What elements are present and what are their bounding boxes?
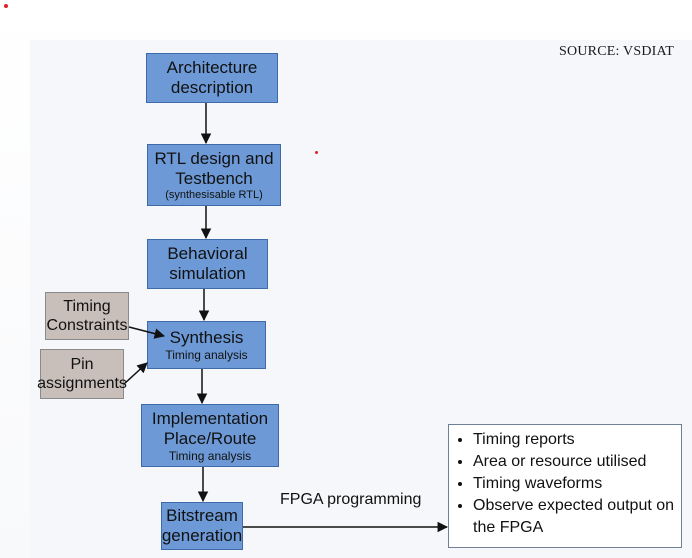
node-rtl-design: RTL design and Testbench (synthesisable … xyxy=(147,144,281,206)
source-label: SOURCE: VSDIAT xyxy=(559,44,674,59)
node-synthesis: Synthesis Timing analysis xyxy=(147,321,266,369)
node-label: generation xyxy=(161,526,243,545)
results-list: Timing reports Area or resource utilised… xyxy=(455,429,675,539)
node-sublabel: Timing analysis xyxy=(165,348,248,362)
node-behavioral-simulation: Behavioral simulation xyxy=(147,239,268,289)
node-label: Timing xyxy=(63,298,111,315)
node-bitstream-generation: Bitstream generation xyxy=(161,502,243,550)
node-sublabel: (synthesisable RTL) xyxy=(165,188,263,201)
node-label: simulation xyxy=(169,264,246,283)
marker-dot xyxy=(315,151,318,154)
node-timing-constraints: Timing Constraints xyxy=(45,292,129,340)
edge-label-fpga-programming: FPGA programming xyxy=(280,491,422,508)
node-label: Testbench xyxy=(175,168,253,188)
node-label: assignments xyxy=(37,375,127,392)
result-item: Timing reports xyxy=(473,429,675,451)
node-label: Architecture xyxy=(166,58,258,77)
node-label: Pin xyxy=(70,356,94,373)
node-pin-assignments: Pin assignments xyxy=(37,349,127,399)
node-label: Bitstream xyxy=(166,506,238,525)
node-label: Constraints xyxy=(46,317,128,334)
result-item: Timing waveforms xyxy=(473,473,675,495)
node-label: RTL design and xyxy=(154,148,274,168)
node-label: Behavioral xyxy=(167,244,248,263)
node-label: Place/Route xyxy=(163,428,257,448)
result-item: Observe expected output on the FPGA xyxy=(473,495,675,539)
results-box: Timing reports Area or resource utilised… xyxy=(448,424,682,548)
node-label: Synthesis xyxy=(169,328,244,347)
node-label: description xyxy=(170,78,254,97)
node-label: Implementation xyxy=(151,408,269,428)
result-item: Area or resource utilised xyxy=(473,451,675,473)
node-implementation: Implementation Place/Route Timing analys… xyxy=(141,404,279,467)
arrow-constraints-to-synthesis xyxy=(128,326,166,339)
arrow-pins-to-synthesis xyxy=(123,362,148,385)
marker-dot xyxy=(4,4,8,8)
node-architecture-description: Architecture description xyxy=(146,53,278,103)
node-sublabel: Timing analysis xyxy=(168,448,252,463)
